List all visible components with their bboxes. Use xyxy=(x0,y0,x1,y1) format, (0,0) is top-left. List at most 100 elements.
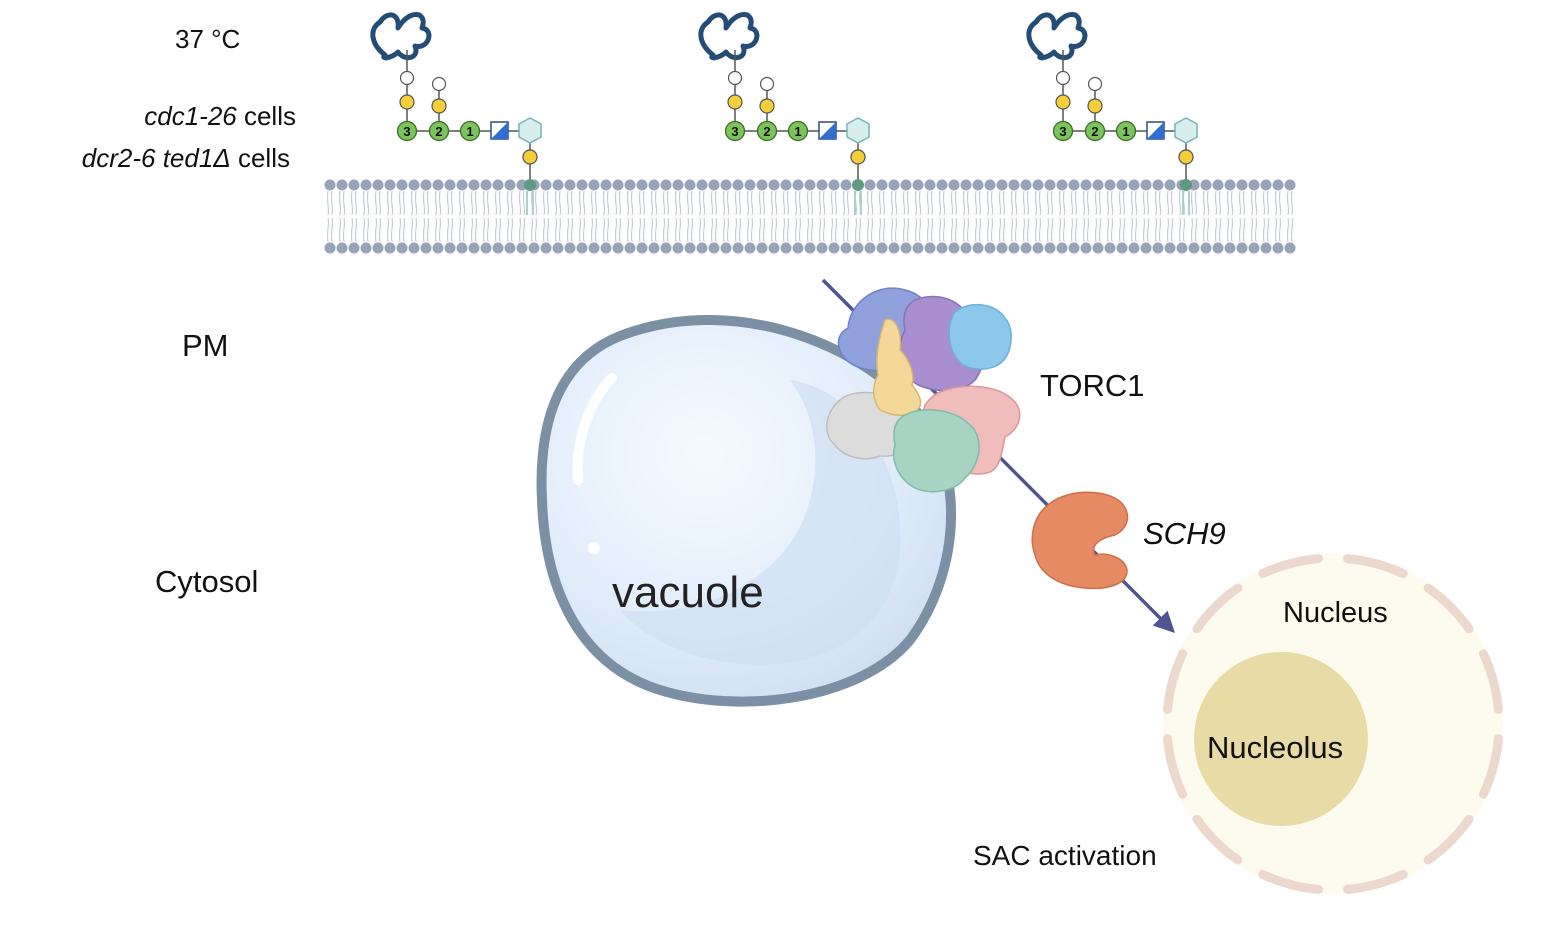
lipid-head xyxy=(1020,179,1032,191)
strain2-suffix: cells xyxy=(231,143,290,173)
lipid-head xyxy=(828,179,840,191)
lipid-head xyxy=(1068,179,1080,191)
lipid-head xyxy=(588,179,600,191)
nuclear-envelope-segment xyxy=(1258,554,1323,579)
lipid-head xyxy=(1116,179,1128,191)
nucleolus xyxy=(1194,652,1368,826)
lipid-head xyxy=(552,179,564,191)
lipid-head xyxy=(888,242,900,254)
lipid-head xyxy=(384,242,396,254)
lipid-head xyxy=(372,242,384,254)
lipid-head xyxy=(420,242,432,254)
nuclear-envelope-segment xyxy=(1478,734,1503,799)
lipid-head xyxy=(1224,179,1236,191)
protein-icon xyxy=(698,12,760,61)
etnp-node xyxy=(1055,94,1071,110)
lipid-head xyxy=(1164,242,1176,254)
lipid-head xyxy=(1260,242,1272,254)
nuclear-envelope-segment xyxy=(1192,583,1243,634)
lipid-head xyxy=(780,242,792,254)
lipid-head xyxy=(900,242,912,254)
lipid-head xyxy=(1104,179,1116,191)
lipid-head xyxy=(612,242,624,254)
mannose-number: 1 xyxy=(466,124,473,139)
anchor-head xyxy=(1180,179,1192,191)
strain1-name: cdc1-26 xyxy=(144,101,237,131)
anchor-head xyxy=(852,179,864,191)
lipid-head xyxy=(444,242,456,254)
lipid-head xyxy=(624,242,636,254)
nuclear-envelope-segment xyxy=(1192,814,1243,865)
nuclear-envelope-segment xyxy=(1478,649,1503,714)
lipid-head xyxy=(948,242,960,254)
lipid-head xyxy=(408,242,420,254)
mannose-number: 2 xyxy=(1091,124,1098,139)
lipid-head xyxy=(732,179,744,191)
lipid-head xyxy=(1080,242,1092,254)
lipid-head xyxy=(1272,179,1284,191)
lipid-head xyxy=(1020,242,1032,254)
nuclear-envelope-segment xyxy=(1163,649,1188,714)
lipid-head xyxy=(324,242,336,254)
lipid-head xyxy=(432,179,444,191)
lipid-head xyxy=(876,179,888,191)
lipid-head xyxy=(360,242,372,254)
lipid-head xyxy=(672,179,684,191)
mannose-number: 3 xyxy=(1059,124,1066,139)
lipid-head xyxy=(972,179,984,191)
phosphate-node xyxy=(1178,149,1194,165)
lipid-head xyxy=(984,179,996,191)
plasma-membrane xyxy=(324,179,1296,254)
mannose-node xyxy=(756,120,778,142)
lipid-head xyxy=(540,242,552,254)
lipid-head xyxy=(552,242,564,254)
vacuole-label: vacuole xyxy=(612,568,764,617)
nuclear-envelope-segment xyxy=(1343,554,1408,579)
lipid-head xyxy=(888,179,900,191)
lipid-head xyxy=(840,179,852,191)
phosphate-node xyxy=(522,149,538,165)
lipid-head xyxy=(696,179,708,191)
lipid-head xyxy=(792,242,804,254)
lipid-head xyxy=(840,242,852,254)
lipid-head xyxy=(1080,179,1092,191)
protein-icon xyxy=(1026,12,1088,61)
lipid-head xyxy=(864,242,876,254)
lipid-head xyxy=(504,179,516,191)
lipid-head xyxy=(1092,179,1104,191)
inositol-hexagon xyxy=(846,117,870,144)
mannose-node xyxy=(1115,120,1137,142)
lipid-head xyxy=(468,179,480,191)
torc1-complex xyxy=(826,287,1021,493)
lipid-head xyxy=(432,242,444,254)
nucleolus-label: Nucleolus xyxy=(1207,730,1343,765)
lipid-head xyxy=(600,179,612,191)
lipid-head xyxy=(1044,242,1056,254)
lipid-head xyxy=(876,242,888,254)
lipid-head xyxy=(768,179,780,191)
lipid-head xyxy=(468,242,480,254)
mannose-number: 3 xyxy=(403,124,410,139)
lipid-head xyxy=(1092,242,1104,254)
lipid-head xyxy=(420,179,432,191)
lipid-head xyxy=(684,242,696,254)
mannose-node xyxy=(428,120,450,142)
mannose-node xyxy=(396,120,418,142)
lipid-head xyxy=(924,242,936,254)
mannose-node xyxy=(787,120,809,142)
lipid-head xyxy=(1056,179,1068,191)
lipid-head xyxy=(1008,242,1020,254)
lipid-head xyxy=(792,179,804,191)
etnp-node xyxy=(399,94,415,110)
anchor-head xyxy=(524,179,536,191)
lipid-head xyxy=(1032,179,1044,191)
lipid-head xyxy=(660,242,672,254)
pm-label: PM xyxy=(182,328,229,363)
lipid-head xyxy=(936,242,948,254)
nuclear-envelope-segment xyxy=(1343,869,1408,894)
mannose-node xyxy=(1052,120,1074,142)
lipid-head xyxy=(936,179,948,191)
